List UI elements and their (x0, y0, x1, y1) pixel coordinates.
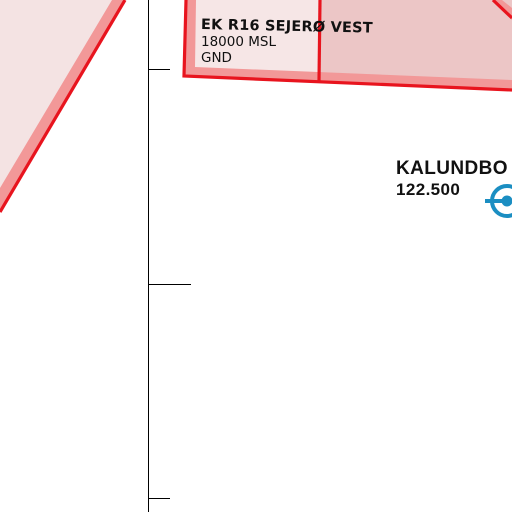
airspace-r16[interactable] (182, 0, 512, 92)
airspace-lower-limit: GND (201, 50, 232, 66)
latitude-scale (148, 0, 191, 512)
airspace-r16-border (182, 0, 512, 92)
airspace-r16-corner-border (491, 0, 512, 20)
airspace-r16-east-fill (319, 0, 512, 90)
station-frequency: 122.500 (396, 180, 461, 199)
airspace-west[interactable] (0, 0, 127, 213)
radio-navaid-icon[interactable] (485, 184, 512, 218)
airspace-upper-limit: 18000 MSL (201, 34, 276, 50)
airspace-name: EK R16 SEJERØ VEST (200, 17, 373, 37)
station-name: KALUNDBO (396, 158, 508, 179)
airspace-west-border (0, 0, 127, 213)
airspace-r16-label: EK R16 SEJERØ VEST 18000 MSL GND (201, 17, 373, 66)
station-label: KALUNDBO 122.500 (396, 158, 508, 200)
airspace-r16-border-band (184, 0, 512, 90)
airspace-r16-divider (317, 0, 322, 82)
